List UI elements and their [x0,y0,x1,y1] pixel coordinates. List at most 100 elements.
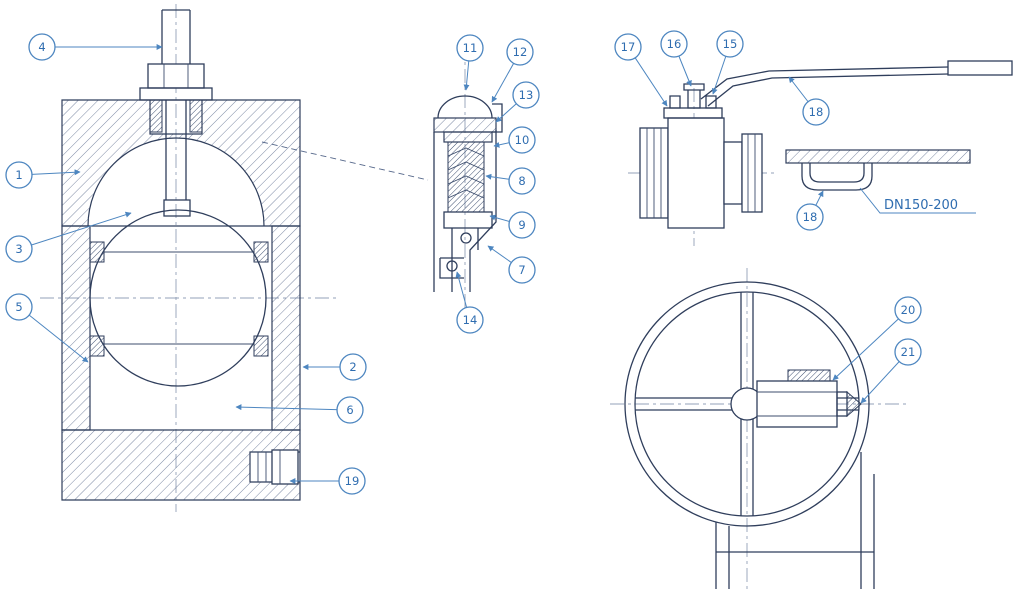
callout-number: 2 [349,360,356,374]
balloon [508,211,536,239]
balloon [5,161,33,189]
balloon [508,256,536,284]
stem-housing-lines [757,391,837,417]
callout-8: 8 [485,167,536,195]
balloon [894,338,922,366]
gland-nut-dome [437,95,493,119]
lower-body-section [61,429,301,501]
callout-number: 4 [38,40,45,54]
leader-line [832,309,909,381]
balloon [5,235,33,263]
callout-4: 4 [28,33,163,61]
leader-line [235,404,351,411]
balloon [716,30,744,58]
callout-number: 14 [463,313,478,327]
callout-10: 10 [493,126,536,154]
balloon [614,33,642,61]
callout-number: 1 [15,168,22,182]
callout-12: 12 [491,38,534,103]
callout-19: 19 [289,467,366,495]
callout-number: 12 [513,45,528,59]
balloon [336,396,364,424]
balloon [338,467,366,495]
balloon [5,293,33,321]
callout-number: 15 [723,37,738,51]
leader-line [18,306,89,363]
lever-valve-side-view [628,60,1013,246]
callout-number: 3 [15,242,22,256]
lever-section-bar [785,149,971,164]
main-section-view [40,4,336,512]
weld-end-right-serrations [747,134,756,212]
dn-size-text: DN150-200 [884,198,958,213]
upper-body-section [61,99,301,227]
mounting-pad [663,107,723,119]
stem-shaft [165,100,187,200]
callout-number: 13 [519,88,534,102]
lever-bracket [801,163,873,191]
callout-number: 8 [518,174,525,188]
balloon [456,306,484,334]
callout-number: 19 [345,474,360,488]
callout-16: 16 [660,30,692,87]
lever-handle [700,66,949,107]
callout-number: 11 [463,41,478,55]
callout-3: 3 [5,211,132,263]
stem-tip [846,390,862,418]
callout-number: 6 [346,403,353,417]
balloon [28,33,56,61]
stem-outline [161,9,191,64]
packing-washer [443,131,493,143]
main-centerlines [40,4,336,512]
drain-plug-lines [257,450,281,484]
callout-number: 5 [15,300,22,314]
callout-15: 15 [711,30,744,95]
callout-6: 6 [235,396,364,424]
balloon [660,30,688,58]
balloon [796,203,824,231]
gland-flange [139,87,213,101]
valve-body [667,117,725,229]
dn-leader-underline [859,187,976,214]
stem-oring-lower [446,260,458,272]
callout-5: 5 [5,293,89,363]
callout-number: 7 [518,263,525,277]
handwheel-front-view [610,268,906,589]
handwheel-rim-outer [624,281,870,527]
balloon [802,98,830,126]
callout-1: 1 [5,161,81,189]
callout-18-lever: 18 [788,76,830,126]
callout-number: 18 [803,210,818,224]
gland-nut-body [433,117,497,133]
stem-packing [149,99,203,133]
stem-nut [147,63,205,89]
valve-neck [723,141,743,205]
stem-nut-facets [163,64,189,88]
stem-housing [756,380,838,428]
weld-end-left-serrations [646,128,662,218]
lever-detail-view [785,149,971,191]
ball [89,209,267,387]
callout-9: 9 [489,211,536,239]
callout-13: 13 [495,81,540,123]
balloon [508,126,536,154]
stem-ball-connector [163,199,191,217]
stem-cap [787,369,831,382]
packing-stack [447,141,485,213]
dn-size-label: DN150-200 [859,187,976,214]
body-below-outline [715,452,875,589]
packing-chevrons [447,147,485,199]
stem-and-bolts [669,83,717,109]
handwheel-centerlines [610,268,906,589]
drain-plug-head [271,449,299,485]
balloon [506,38,534,66]
callout-number: 21 [901,345,916,359]
balloon [339,353,367,381]
detail-reference-line [261,141,429,181]
callout-18-bracket: 18 [796,190,824,231]
balloon [512,81,540,109]
balloon [456,34,484,62]
seat-rings [89,241,269,357]
